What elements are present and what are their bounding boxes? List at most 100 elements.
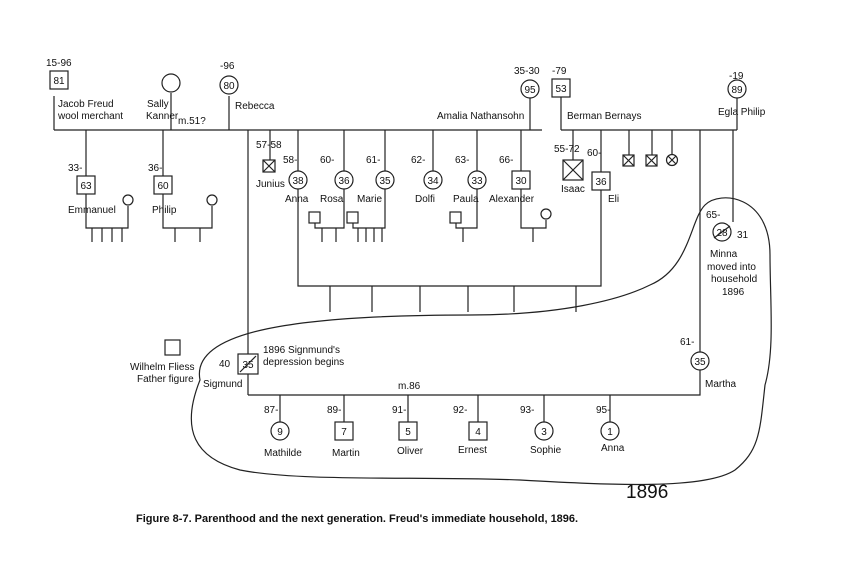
person-oliver[interactable]: 5 91- Oliver xyxy=(392,405,424,457)
spouse-male-symbol xyxy=(449,211,462,224)
person-junius[interactable]: 57-58 Junius xyxy=(256,140,285,190)
dates-label: -96 xyxy=(220,61,235,72)
person-minna[interactable]: 28 31 65- Minna moved into household 189… xyxy=(706,210,757,298)
deceased-cross xyxy=(645,154,658,167)
age-label: 89 xyxy=(731,85,743,96)
name-label: Wilhelm Fliess xyxy=(130,362,194,373)
dates-label: 89- xyxy=(327,405,341,416)
female-symbol xyxy=(219,75,239,95)
person-berman[interactable]: 53 -79 Berman Bernays xyxy=(551,66,641,122)
person-jacob[interactable]: 81 15-96 Jacob Freud wool merchant xyxy=(46,58,123,122)
age-strike xyxy=(713,225,731,239)
person-rosa[interactable]: 36 60- Rosa xyxy=(320,155,354,205)
person-emmanuel[interactable]: 63 33- Emmanuel xyxy=(68,163,116,216)
connector xyxy=(162,194,213,229)
name-label: Rosa xyxy=(320,194,344,205)
name-label: Isaac xyxy=(561,184,585,195)
connector xyxy=(85,194,129,229)
name-label: Ernest xyxy=(458,445,487,456)
dates-label: 36- xyxy=(148,163,162,174)
name-label: Rebecca xyxy=(235,101,275,112)
connector xyxy=(321,228,337,242)
dates-label: 63- xyxy=(455,155,469,166)
dates-label: 66- xyxy=(499,155,513,166)
person-philip[interactable]: 60 36- Philip xyxy=(148,163,177,216)
name-label: Sophie xyxy=(530,445,562,456)
spouse-female-symbol xyxy=(206,194,218,206)
spouse-male-symbol xyxy=(308,211,321,224)
person-ernest[interactable]: 4 92- Ernest xyxy=(453,405,488,456)
occupation-label: wool merchant xyxy=(57,111,123,122)
age-label: 35 xyxy=(694,357,706,368)
deceased-cross xyxy=(562,159,584,181)
person-alexander[interactable]: 30 66- Alexander xyxy=(489,155,535,205)
male-symbol xyxy=(468,421,488,441)
sigmund-martha-marriage-line xyxy=(248,370,701,396)
person-marie[interactable]: 35 61- Marie xyxy=(357,155,395,205)
male-symbol xyxy=(153,175,173,195)
person-amalia[interactable]: 95 35-30 Amalia Nathansohn xyxy=(437,66,540,122)
age-label: 1 xyxy=(607,427,613,438)
age-label: 36 xyxy=(338,176,350,187)
age-prefix: 40 xyxy=(219,359,231,370)
deceased-cross xyxy=(262,159,276,173)
name-label: Philip xyxy=(152,205,177,216)
person-fliess[interactable]: Wilhelm Fliess Father figure xyxy=(130,339,194,385)
dates-label: 65- xyxy=(706,210,720,221)
connector xyxy=(91,228,123,242)
female-symbol xyxy=(520,79,540,99)
person-dolfi[interactable]: 34 62- Dolfi xyxy=(411,155,443,205)
age-label: 34 xyxy=(427,176,439,187)
dates-label: -79 xyxy=(552,66,567,77)
male-symbol xyxy=(334,421,354,441)
dates-label: 95- xyxy=(596,405,610,416)
person-sally[interactable]: Sally Kanner xyxy=(146,73,181,122)
dates-label: 91- xyxy=(392,405,406,416)
person-paula[interactable]: 33 63- Paula xyxy=(453,155,487,205)
age-label: 33 xyxy=(471,176,483,187)
name-label: Amalia Nathansohn xyxy=(437,111,524,122)
dates-label: 58- xyxy=(283,155,297,166)
age-label: 7 xyxy=(341,427,347,438)
female-symbol xyxy=(690,351,710,371)
spouse-male-symbol xyxy=(346,211,359,224)
name-label: Mathilde xyxy=(264,448,302,459)
person-anna-sister[interactable]: 38 58- Anna xyxy=(283,155,309,205)
person-martha[interactable]: 35 61- Martha xyxy=(680,337,737,390)
female-symbol xyxy=(467,170,487,190)
role-label: Father figure xyxy=(137,374,194,385)
dates-label: 92- xyxy=(453,405,467,416)
person-anna[interactable]: 1 95- Anna xyxy=(596,405,625,454)
connector xyxy=(455,189,478,229)
name-label: Kanner xyxy=(146,111,179,122)
person-egla[interactable]: 89 -19 Egla Philip xyxy=(718,71,766,118)
age-note: 31 xyxy=(737,230,749,241)
age-label: 36 xyxy=(595,177,607,188)
connector xyxy=(297,189,602,287)
age-label: 3 xyxy=(541,427,547,438)
age-label: 28 xyxy=(716,228,728,239)
person-rebecca[interactable]: 80 -96 Rebecca xyxy=(219,61,275,112)
person-sigmund[interactable]: 35 40 Sigmund 1896 Signmund's depression… xyxy=(203,345,344,390)
deceased-cross xyxy=(622,154,635,167)
person-sophie[interactable]: 3 93- Sophie xyxy=(520,405,562,456)
name-label: Junius xyxy=(256,179,285,190)
dates-label: 55-72 xyxy=(554,144,580,155)
dates-label: 35-30 xyxy=(514,66,540,77)
female-symbol xyxy=(727,79,747,99)
name-label: Anna xyxy=(285,194,309,205)
age-label: 95 xyxy=(524,85,536,96)
person-mathilde[interactable]: 9 87- Mathilde xyxy=(264,405,302,459)
name-label: Dolfi xyxy=(415,194,435,205)
male-symbol xyxy=(76,175,96,195)
dates-label: 57-58 xyxy=(256,140,282,151)
household-boundary xyxy=(190,197,772,486)
person-isaac[interactable]: 55-72 Isaac xyxy=(554,144,585,195)
name-label: Oliver xyxy=(397,446,424,457)
person-martin[interactable]: 7 89- Martin xyxy=(327,405,360,459)
person-eli[interactable]: 36 60- Eli xyxy=(587,148,619,205)
connector xyxy=(352,189,386,229)
dates-label: 87- xyxy=(264,405,278,416)
male-symbol xyxy=(398,421,418,441)
age-label: 9 xyxy=(277,427,283,438)
